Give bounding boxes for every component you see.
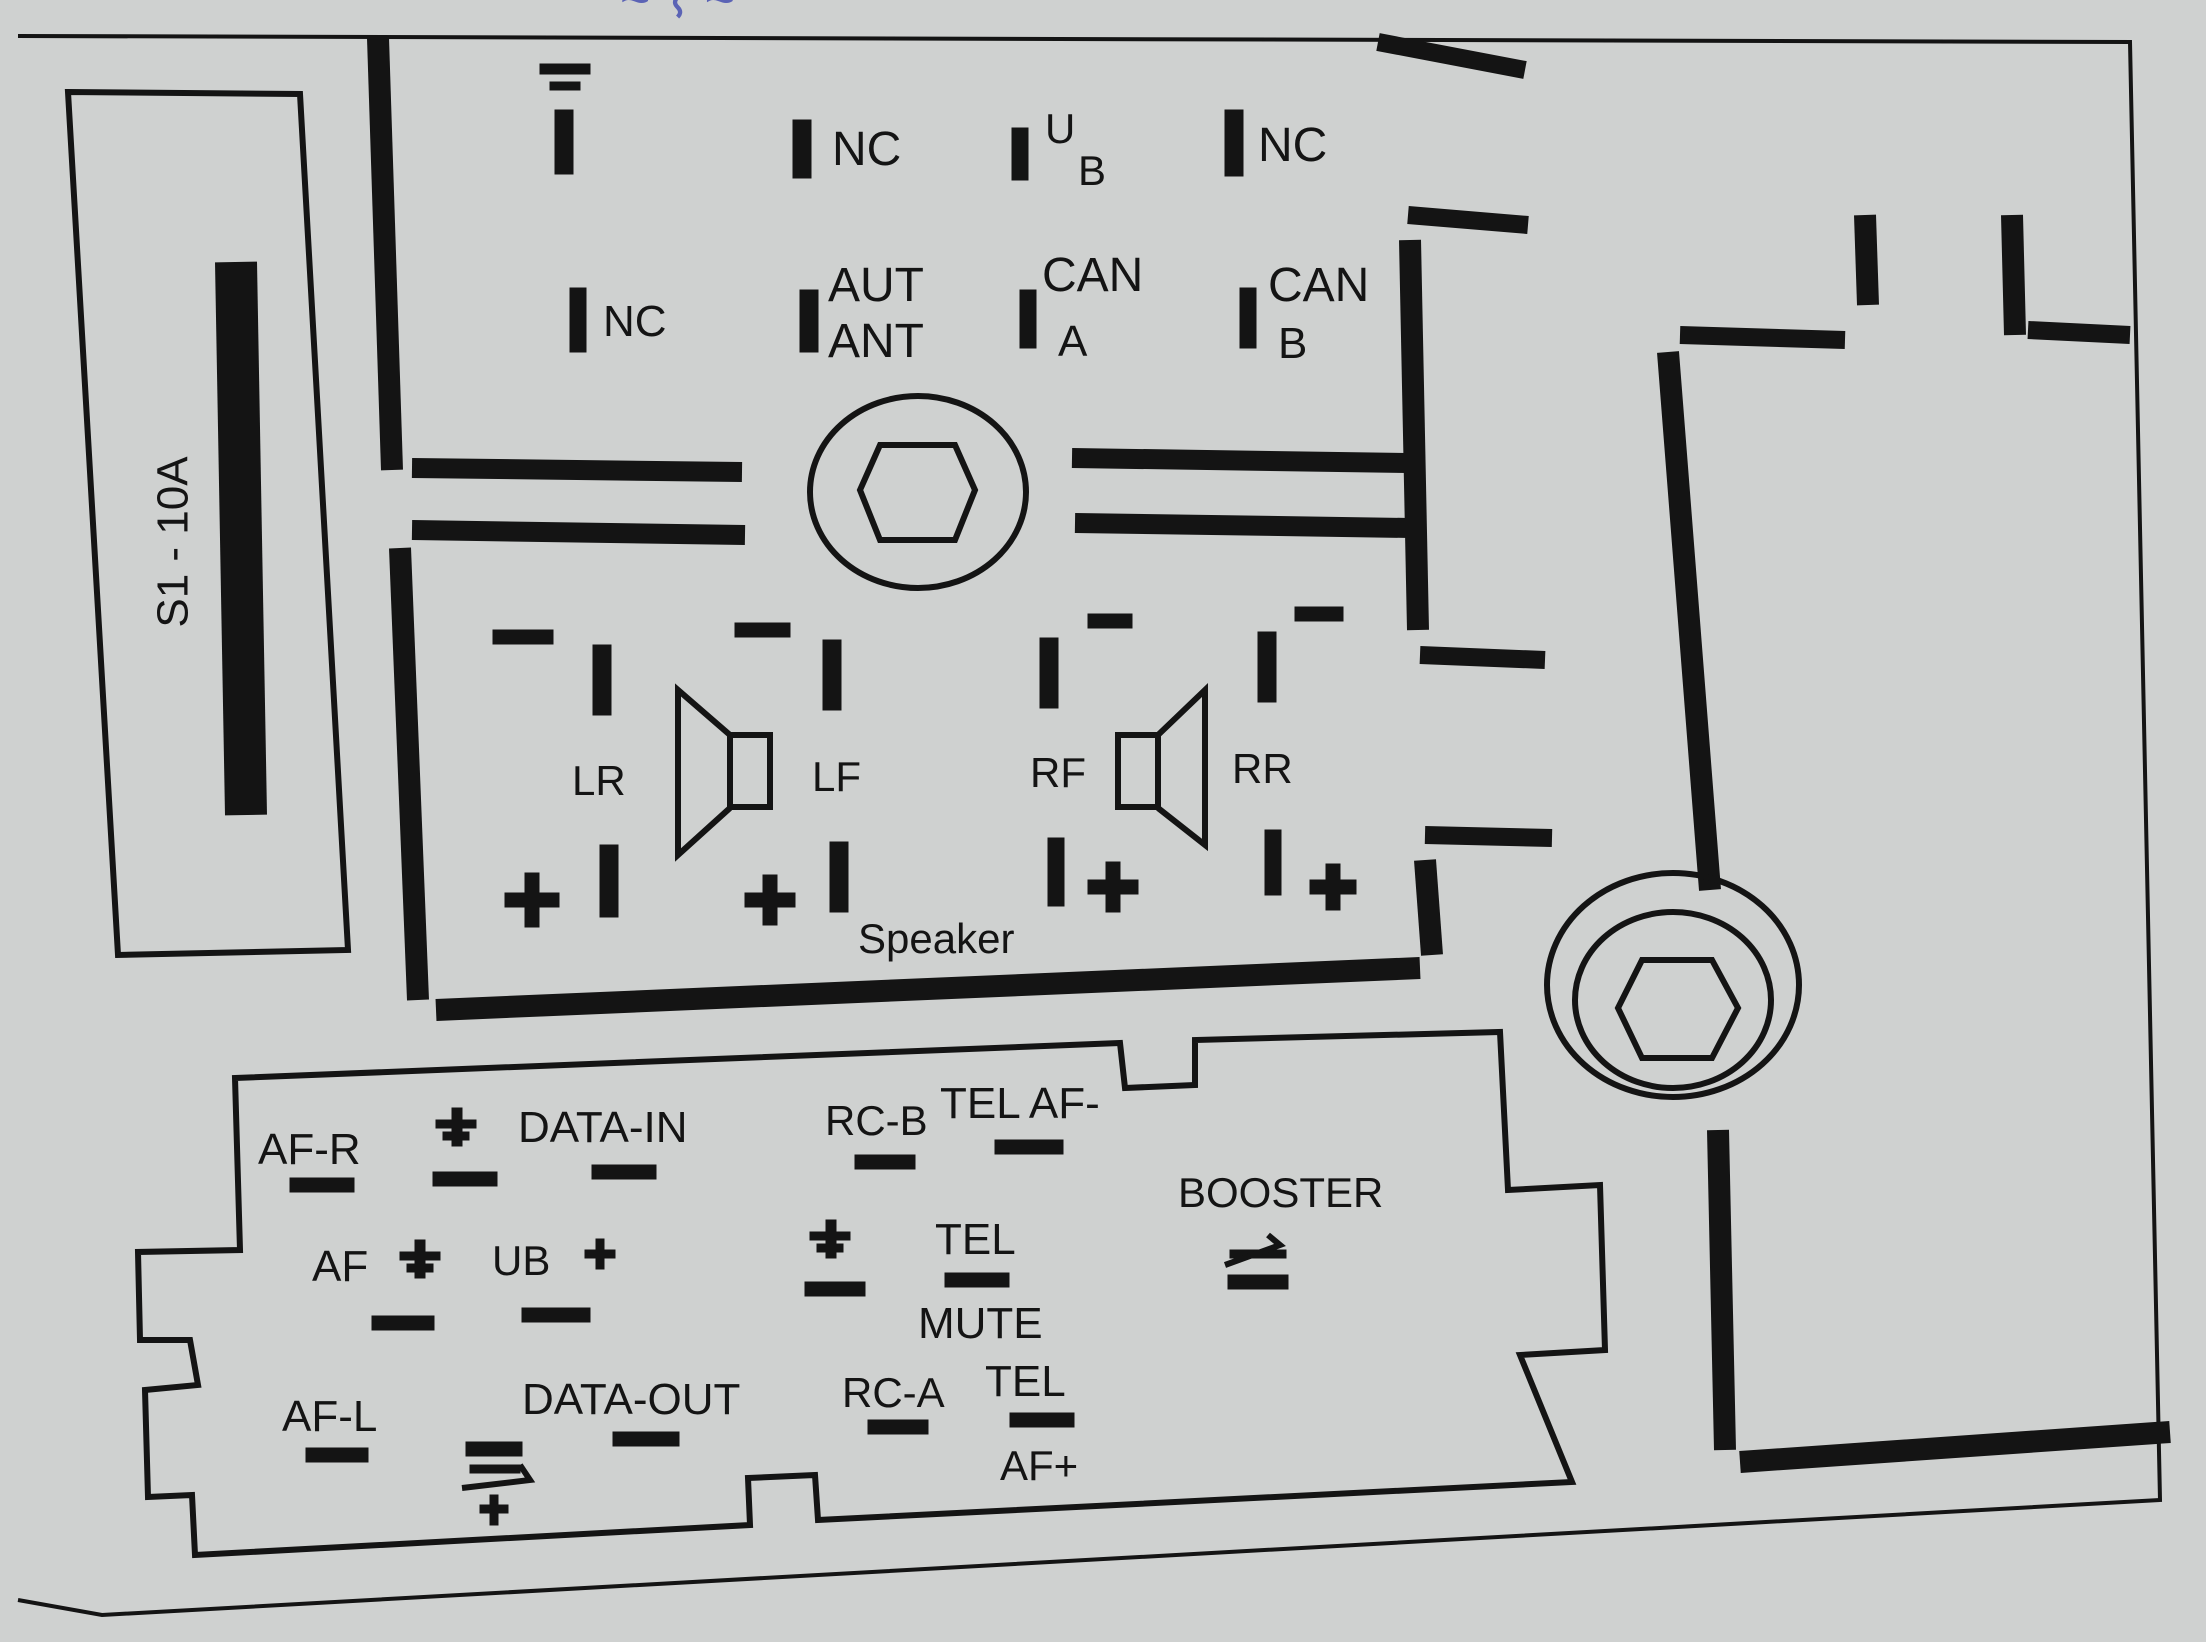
speaker-label-lr: LR	[572, 757, 626, 804]
pin-label-data-in: DATA-IN	[518, 1103, 688, 1152]
speaker-label-lf: LF	[812, 753, 862, 800]
speaker-title: Speaker	[858, 915, 1015, 962]
pin-label-ub-sub: B	[1078, 147, 1107, 194]
pin-label-af-r: AF-R	[258, 1125, 361, 1174]
pin-label-can-b-sub: B	[1278, 319, 1308, 368]
pin-label-tel-af-plus-tel: TEL	[985, 1357, 1066, 1406]
pin-label-rc-b: RC-B	[825, 1097, 928, 1144]
speaker-label-rf: RF	[1030, 749, 1086, 796]
pin-label-data-out: DATA-OUT	[522, 1375, 741, 1424]
fuse-bar	[215, 261, 267, 816]
pin-label-af-l: AF-L	[282, 1392, 378, 1441]
pin-label-af: AF	[312, 1242, 369, 1291]
pin-label-ub-bottom: UB	[492, 1237, 551, 1284]
pin-label-aut: AUT	[828, 259, 924, 312]
pen-mark: ~ ⌇ ~	[620, 0, 736, 29]
pin-label-can-a-sub: A	[1058, 317, 1088, 366]
pin-label-ant: ANT	[828, 315, 924, 368]
outer-plate-border	[17, 34, 2163, 1618]
pin-label-tel-mute-tel: TEL	[935, 1215, 1016, 1264]
speaker-label-rr: RR	[1232, 745, 1293, 792]
speaker-left-icon	[727, 732, 773, 810]
fuse-box	[64, 88, 352, 959]
pin-label-nc-3: NC	[603, 297, 667, 346]
pin-label-can-b: CAN	[1268, 259, 1370, 312]
bottom-connector-outline	[134, 1028, 1609, 1559]
screw-mount-right	[1544, 870, 1802, 1100]
pin-label-tel-af-minus: TEL AF-	[940, 1079, 1100, 1128]
pin-label-nc-2: NC	[1258, 119, 1328, 172]
pin-label-tel-mute-mute: MUTE	[918, 1299, 1043, 1348]
pin-label-ub: U	[1045, 105, 1076, 152]
pin-label-rc-a: RC-A	[842, 1369, 945, 1416]
pin-label-tel-af-plus-af: AF+	[1000, 1442, 1079, 1489]
pin-marks	[289, 63, 1357, 1526]
pin-label-booster: BOOSTER	[1178, 1169, 1384, 1216]
fuse-label: S1 - 10A	[148, 456, 198, 628]
speaker-right-icon	[1115, 732, 1161, 810]
screw-mount-top	[807, 393, 1029, 591]
speaker-symbols	[675, 682, 1208, 862]
pin-label-nc-1: NC	[832, 123, 902, 176]
pin-label-can-a: CAN	[1042, 249, 1144, 302]
